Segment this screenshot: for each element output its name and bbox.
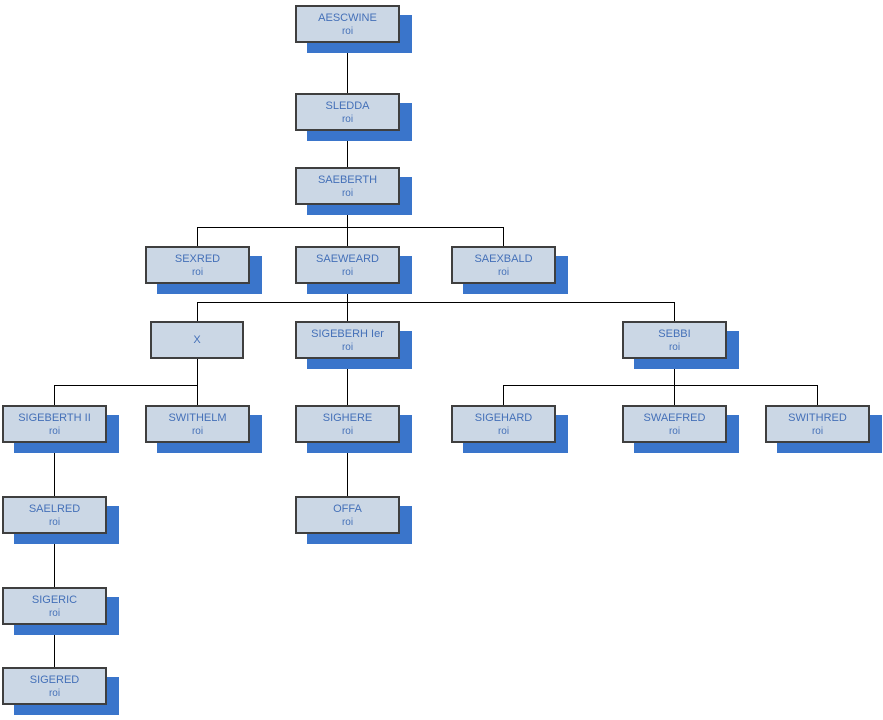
node-role-label: roi — [497, 425, 510, 437]
node-name-label: SAELRED — [28, 502, 81, 515]
node-role-label: roi — [191, 266, 204, 278]
connector-line — [197, 359, 198, 385]
connector-line — [54, 443, 55, 496]
node-name-label: SAEXBALD — [474, 252, 533, 265]
connector-line — [817, 385, 818, 405]
connector-line — [503, 227, 504, 246]
connector-line — [54, 625, 55, 667]
node-name-label: X — [193, 334, 201, 346]
connector-line — [347, 443, 348, 496]
connector-line — [347, 359, 348, 405]
node-role-label: roi — [341, 113, 354, 125]
node-role-label: roi — [811, 425, 824, 437]
node-name-label: SIGERIC — [31, 593, 78, 606]
node-role-label: roi — [668, 425, 681, 437]
node-role-label: roi — [497, 266, 510, 278]
connector-line — [197, 302, 675, 303]
node-name-label: SWITHRED — [788, 411, 847, 424]
node-role-label: roi — [341, 266, 354, 278]
connector-line — [347, 205, 348, 227]
connector-line — [54, 534, 55, 587]
node-name-label: SIGERED — [29, 673, 80, 686]
node-name-label: SIGEBERH Ier — [311, 327, 384, 340]
node-name-label: SAEBERTH — [317, 173, 378, 186]
connector-line — [54, 385, 55, 405]
connector-line — [674, 359, 675, 385]
node-name-label: SLEDDA — [325, 99, 370, 112]
node-role-label: roi — [341, 516, 354, 528]
connector-line — [347, 131, 348, 167]
connector-line — [197, 302, 198, 321]
node-name-label: SWAEFRED — [643, 411, 706, 424]
node-name-label: SIGEBERTH II — [18, 411, 91, 424]
node-name-label: SAEWEARD — [316, 252, 379, 265]
node-name-label: SEXRED — [174, 252, 221, 265]
node-name-label: SWITHELM — [168, 411, 227, 424]
connector-line — [54, 385, 198, 386]
node-name-label: OFFA — [333, 502, 362, 515]
node-role-label: roi — [191, 425, 204, 437]
node-role-label: roi — [341, 341, 354, 353]
node-name-label: AESCWINE — [318, 11, 377, 24]
node-role-label: roi — [341, 25, 354, 37]
connector-line — [503, 385, 818, 386]
node-role-label: roi — [48, 425, 61, 437]
connector-line — [197, 385, 198, 405]
node-name-label: SEBBI — [658, 327, 691, 340]
tree-node-x-unknown: X — [150, 321, 244, 359]
node-role-label: roi — [341, 187, 354, 199]
node-name-label: SIGEHARD — [474, 411, 533, 424]
connector-line — [674, 302, 675, 321]
node-role-label: roi — [341, 425, 354, 437]
node-role-label: roi — [668, 341, 681, 353]
node-role-label: roi — [48, 607, 61, 619]
connector-line — [674, 385, 675, 405]
node-name-label: SIGHERE — [322, 411, 373, 424]
connector-line — [503, 385, 504, 405]
connector-line — [197, 227, 504, 228]
connector-line — [347, 43, 348, 93]
connector-line — [197, 227, 198, 246]
node-role-label: roi — [48, 516, 61, 528]
connector-line — [347, 227, 348, 246]
node-role-label: roi — [48, 687, 61, 699]
connector-line — [347, 302, 348, 321]
